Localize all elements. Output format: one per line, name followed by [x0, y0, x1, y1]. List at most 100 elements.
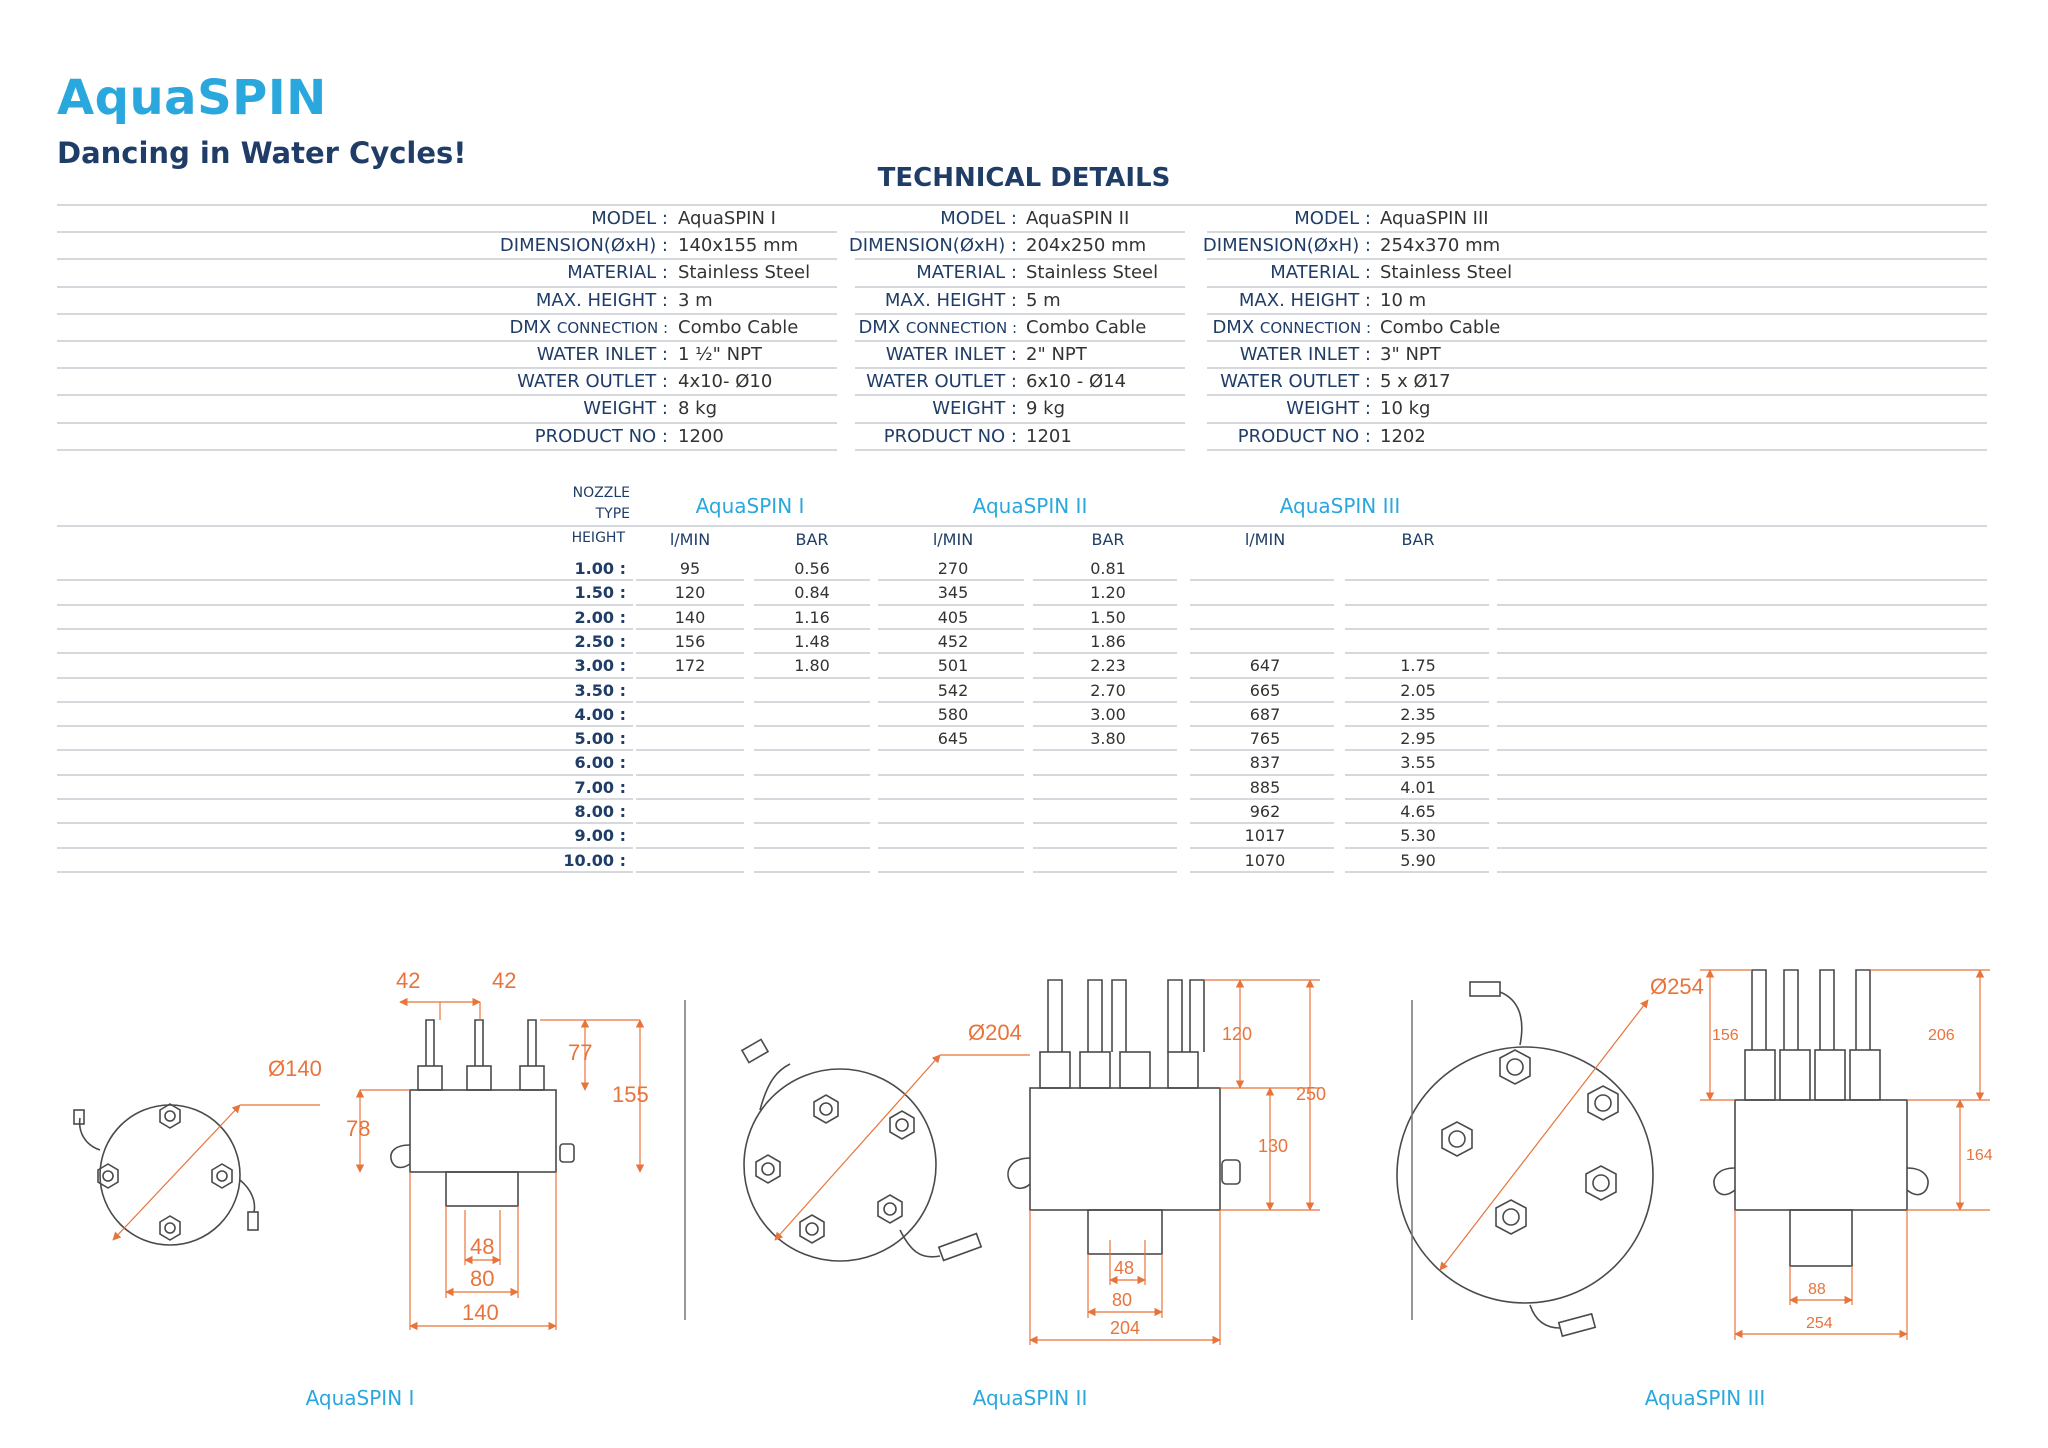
flow-cell-rule — [1345, 579, 1489, 582]
flow-cell-rule — [1190, 627, 1334, 630]
unit-flow-header: l/MIN — [932, 530, 974, 549]
height-value: 6.00 : — [574, 753, 626, 773]
flow-lmin-cell: 687 — [1249, 704, 1281, 724]
spec-value-water-inlet: 2" NPT — [1026, 344, 1087, 365]
dmx-prefix: DMX — [858, 316, 906, 338]
flow-cell-rule — [636, 725, 744, 728]
spec-value-max-height: 5 m — [1026, 289, 1061, 311]
flow-row-tail-rule — [1497, 627, 1987, 630]
spec-label-weight: WEIGHT : — [1286, 398, 1371, 420]
dim-80: 80 — [470, 1266, 494, 1291]
flow-cell-rule — [878, 725, 1024, 728]
spec-label-model: MODEL : — [591, 208, 668, 229]
flow-cell-rule — [1345, 725, 1489, 728]
unit-flow-header: l/MIN — [1244, 530, 1286, 549]
flow-lmin-cell: 345 — [937, 583, 969, 603]
dim-206: 206 — [1928, 1027, 1955, 1044]
aquaspin-2-side-view — [1007, 979, 1241, 1255]
flow-bar-cell: 3.55 — [1400, 753, 1436, 773]
dim-204: 204 — [1110, 1318, 1140, 1338]
spec-value-max-height: 3 m — [678, 289, 713, 311]
flow-cell-rule — [1345, 798, 1489, 800]
spec-label-dmx: DMX CONNECTION : — [1071, 317, 1371, 338]
spec-row-max-height — [1207, 288, 1987, 315]
flow-cell-rule — [754, 798, 870, 800]
flow-cell-rule — [1345, 676, 1489, 679]
flow-cell-rule — [1190, 652, 1334, 655]
spec-value-product-no: 1201 — [1026, 425, 1072, 447]
spec-label-water-outlet: WATER OUTLET : — [517, 371, 668, 393]
dim-130: 130 — [1258, 1136, 1288, 1156]
spec-value-dimension: 204x250 mm — [1026, 235, 1147, 257]
flow-cell-rule — [754, 627, 870, 630]
unit-pressure-header: BAR — [1401, 530, 1435, 549]
spec-row-water-inlet — [57, 342, 837, 370]
flow-lmin-cell: 647 — [1249, 656, 1281, 676]
flow-model-2: AquaSPIN II — [972, 494, 1088, 518]
flow-lmin-cell: 156 — [674, 631, 706, 651]
flow-cell-rule — [1345, 627, 1489, 630]
flow-row-rule — [57, 725, 633, 728]
flow-bar-cell: 0.56 — [794, 559, 830, 578]
flow-bar-cell: 1.20 — [1090, 583, 1126, 603]
flow-cell-rule — [754, 749, 870, 752]
flow-lmin-cell: 542 — [937, 680, 969, 700]
spec-row-weight — [57, 396, 837, 424]
nozzle-type-label-1: NOZZLE — [572, 485, 630, 501]
flow-cell-rule — [636, 579, 744, 582]
flow-row-tail-rule — [1497, 870, 1987, 873]
dim-d140: Ø140 — [268, 1056, 322, 1081]
spec-label-product-no: PRODUCT NO : — [1237, 425, 1371, 447]
spec-value-product-no: 1202 — [1380, 425, 1426, 447]
spec-row-model — [855, 206, 1185, 234]
spec-value-material: Stainless Steel — [1380, 262, 1513, 284]
dim-120: 120 — [1222, 1024, 1252, 1044]
flow-model-1: AquaSPIN I — [695, 494, 805, 518]
flow-bar-cell: 1.50 — [1090, 607, 1126, 627]
flow-row-tail-rule — [1497, 652, 1987, 655]
flow-row-tail-rule — [1497, 822, 1987, 825]
flow-cell-rule — [1345, 846, 1489, 849]
spec-value-water-outlet: 4x10- Ø10 — [678, 371, 773, 393]
flow-cell-rule — [1345, 870, 1489, 873]
flow-cell-rule — [636, 822, 744, 825]
spec-value-model: AquaSPIN III — [1380, 208, 1489, 229]
flow-cell-rule — [878, 676, 1024, 679]
dim-164: 164 — [1966, 1147, 1993, 1164]
flow-bar-cell: 0.81 — [1090, 559, 1126, 578]
flow-lmin-cell: 140 — [674, 607, 706, 627]
aquaspin-2-top-view — [740, 1038, 983, 1262]
unit-flow-header: l/MIN — [669, 530, 711, 549]
flow-bar-cell: 2.05 — [1400, 680, 1436, 700]
flow-row-rule — [57, 579, 633, 582]
flow-lmin-cell: 270 — [937, 559, 969, 578]
flow-lmin-cell: 452 — [937, 631, 969, 651]
height-value: 3.50 : — [574, 680, 626, 700]
flow-cell-rule — [636, 676, 744, 679]
spec-row-water-outlet — [57, 369, 837, 397]
flow-cell-rule — [1033, 603, 1177, 606]
dim-80b: 80 — [1112, 1290, 1132, 1310]
technical-drawings: Ø140 42 42 77 155 78 48 80 140 Ø204 120 … — [73, 968, 1993, 1345]
flow-cell-rule — [878, 652, 1024, 655]
spec-row-water-inlet — [855, 342, 1185, 370]
flow-row-tail-rule — [1497, 773, 1987, 776]
flow-row-rule — [57, 749, 633, 752]
spec-label-water-inlet: WATER INLET : — [536, 344, 668, 365]
spec-value-dimension: 254x370 mm — [1380, 235, 1501, 257]
spec-label-dimension: DIMENSION(ØxH) : — [499, 235, 668, 257]
technical-details-heading: TECHNICAL DETAILS — [877, 163, 1171, 193]
unit-pressure-header: BAR — [795, 530, 829, 549]
spec-row-water-outlet — [1207, 369, 1987, 397]
spec-row-model — [57, 206, 837, 234]
aquaspin-1-side-view — [390, 1019, 575, 1207]
flow-cell-rule — [754, 676, 870, 679]
flow-cell-rule — [1190, 773, 1334, 776]
height-value: 3.00 : — [574, 656, 626, 676]
brand-subtitle: Dancing in Water Cycles! — [57, 136, 467, 170]
flow-cell-rule — [636, 700, 744, 703]
dim-250: 250 — [1296, 1084, 1326, 1104]
spec-row-dimension — [57, 233, 837, 261]
flow-cell-rule — [1345, 652, 1489, 655]
spec-row-model — [1207, 206, 1987, 234]
